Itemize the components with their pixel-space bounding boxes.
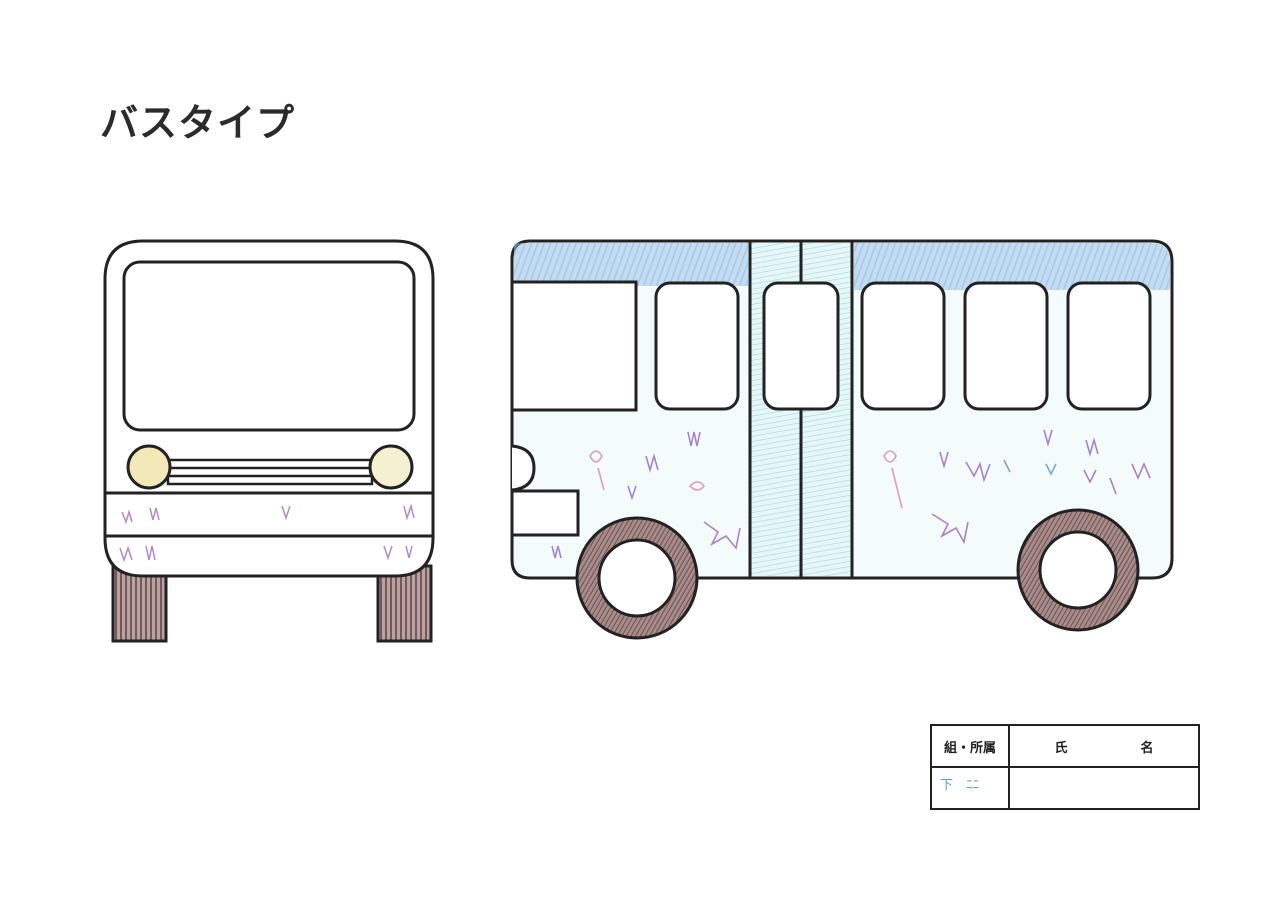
side-window-2 [860,281,946,411]
name-label: 氏 名 [1008,724,1200,768]
bus-side-view [510,239,1174,640]
front-windshield [122,260,416,432]
front-left-tire [111,564,168,643]
class-value: 下 ﾆﾆ [940,778,980,793]
front-right-headlight [368,444,414,490]
name-form-table: 組・所属 氏 名 下 ﾆﾆ [930,724,1200,810]
side-window-1 [654,281,740,411]
door-window [762,281,840,411]
side-driver-window [510,280,638,412]
side-window-3 [963,281,1049,411]
side-bumper [510,489,580,537]
roof-stripe-left [514,243,748,286]
front-flower-scribbles [119,503,415,563]
page-title: バスタイプ [100,101,296,145]
front-wheel [1016,508,1140,632]
roof-stripe-right [854,243,1170,290]
side-flower-scribbles [551,429,1151,559]
class-field[interactable]: 下 ﾆﾆ [930,766,1010,810]
front-left-headlight [126,444,172,490]
side-window-4 [1066,281,1152,411]
side-headlight [511,444,536,492]
front-grille [166,458,374,486]
class-label: 組・所属 [930,724,1010,768]
bus-front-view [103,239,435,643]
name-field[interactable] [1008,766,1200,810]
rear-wheel [575,516,699,640]
